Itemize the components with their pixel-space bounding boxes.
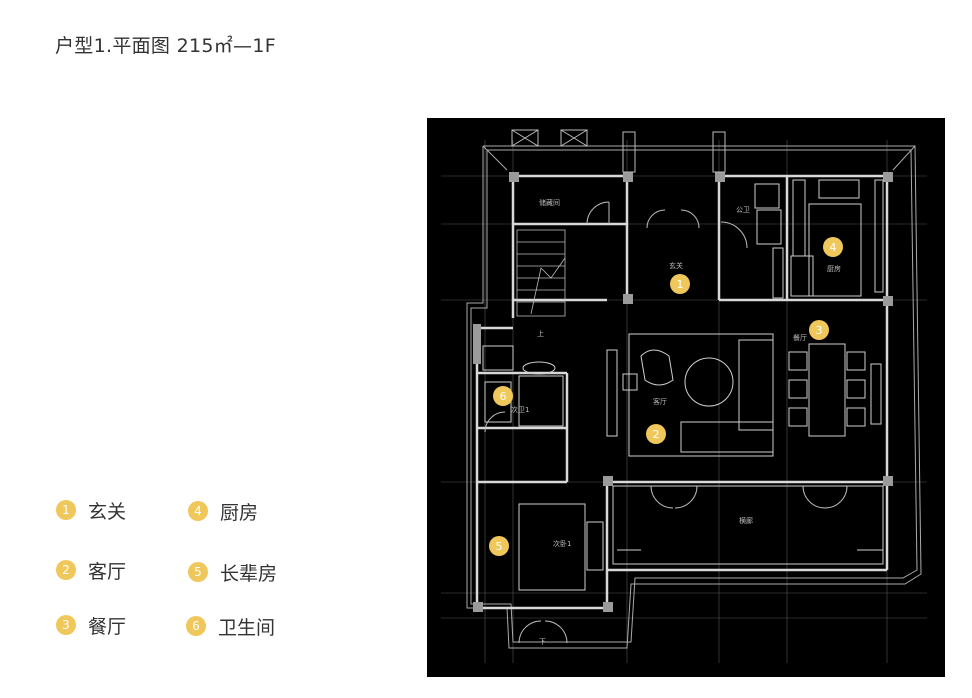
plan-markers: 1 2 3 4 5 6 [489,237,843,556]
legend-item-bathroom: 6 卫生间 [186,613,275,639]
room-label-second-bath: 次卫1 [511,405,529,414]
top-fixtures [511,129,726,173]
legend-label: 客厅 [88,560,127,583]
legend-item-entrance: 1 玄关 [56,497,126,523]
marker-6: 6 [493,386,513,406]
legend-label: 玄关 [88,500,127,523]
marker-2: 2 [646,424,666,444]
page-title: 户型1.平面图 215㎡—1F [55,35,276,57]
room-label-living: 客厅 [653,397,667,406]
marker-6-number: 6 [500,390,507,403]
bedroom-furniture [518,503,604,591]
room-label-dining: 餐厅 [793,333,807,342]
legend-badge: 3 [56,615,76,635]
outer-envelope [466,145,922,649]
legend-item-dining: 3 餐厅 [56,612,126,638]
legend-label: 长辈房 [220,562,278,585]
marker-4: 4 [823,237,843,257]
floor-plan: 储藏间 玄关 公卫 厨房 餐厅 客厅 次卫1 横廊 次卧1 上 下 1 2 3 … [427,118,945,677]
legend-label: 卫生间 [218,616,276,639]
second-bath-fixtures [482,345,564,427]
room-label-corridor: 横廊 [739,516,753,525]
legend-label: 厨房 [220,501,259,524]
living-furniture [606,333,774,457]
stair-up-label: 上 [537,329,544,338]
marker-5: 5 [489,536,509,556]
marker-1-number: 1 [677,278,684,291]
kitchen-furniture [790,179,884,297]
room-label-storage: 储藏间 [539,198,560,207]
legend-item-kitchen: 4 厨房 [188,498,258,524]
room-label-second-bed: 次卧1 [553,539,571,548]
legend-item-elder-room: 5 长辈房 [188,559,277,585]
stairs [516,229,566,317]
corridor-structure [612,485,884,565]
room-label-foyer: 玄关 [669,261,683,270]
legend-badge: 4 [188,501,208,521]
marker-5-number: 5 [496,540,503,553]
marker-3: 3 [809,320,829,340]
marker-1: 1 [670,274,690,294]
public-bath-fixtures [754,183,784,299]
legend-label: 餐厅 [88,615,127,638]
marker-2-number: 2 [653,428,660,441]
legend-item-living: 2 客厅 [56,557,126,583]
floor-plan-drawing: 储藏间 玄关 公卫 厨房 餐厅 客厅 次卫1 横廊 次卧1 上 下 1 2 3 … [441,129,927,663]
legend-badge: 5 [188,562,208,582]
room-label-public-bath: 公卫 [736,206,750,214]
legend-badge: 2 [56,560,76,580]
marker-3-number: 3 [816,324,823,337]
room-label-kitchen: 厨房 [827,264,841,273]
dining-furniture [788,343,882,437]
stair-down-label: 下 [539,638,546,646]
walls [475,174,889,610]
legend-badge: 1 [56,500,76,520]
marker-4-number: 4 [830,241,837,254]
columns [473,172,893,612]
legend-badge: 6 [186,616,206,636]
doors [484,201,848,644]
